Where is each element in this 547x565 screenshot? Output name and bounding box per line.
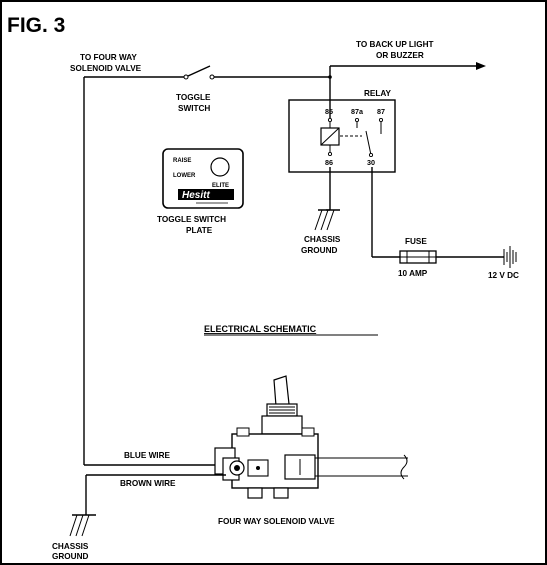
four-way-solenoid-valve <box>214 375 408 499</box>
plate-toggle-knob <box>210 157 230 177</box>
backup-light-arrowhead <box>476 62 486 70</box>
chassis-ground-top-label-2: GROUND <box>301 246 337 255</box>
toggle-switch-contact-right <box>209 74 215 80</box>
toggle-switch-label-1: TOGGLE <box>176 93 211 102</box>
plate-brand-badge <box>178 189 234 200</box>
plate-brand: Hesitt <box>182 190 210 201</box>
relay-pin-30: 30 <box>367 158 375 167</box>
relay-terminal-87 <box>378 117 384 123</box>
relay-common-dot <box>368 152 374 158</box>
relay-pin-87a: 87a <box>351 107 364 116</box>
chassis-ground-symbol-top <box>314 209 340 231</box>
schematic-title: ELECTRICAL SCHEMATIC <box>204 324 317 334</box>
toggle-switch-label-2: SWITCH <box>178 104 210 113</box>
relay-terminal-86 <box>327 151 333 157</box>
plate-brand-small: ELITE <box>212 183 229 189</box>
chassis-ground-symbol-bottom <box>69 514 96 537</box>
figure-number: FIG. 3 <box>7 14 65 37</box>
plate-label-1: TOGGLE SWITCH <box>157 215 226 224</box>
relay-terminal-85 <box>327 117 333 123</box>
backup-light-label-2: OR BUZZER <box>376 51 424 60</box>
chassis-ground-bottom-label-1: CHASSIS <box>52 542 89 551</box>
fuse-rating-label: 10 AMP <box>398 269 428 278</box>
chassis-ground-top-label-1: CHASSIS <box>304 235 341 244</box>
four-way-valve-label-1: TO FOUR WAY <box>80 53 137 62</box>
four-way-valve-label-2: SOLENOID VALVE <box>70 64 142 73</box>
relay-pin-86: 86 <box>325 158 333 167</box>
relay-pin-87: 87 <box>377 107 385 116</box>
plate-raise-label: RAISE <box>173 158 191 164</box>
chassis-ground-bottom-label-2: GROUND <box>52 552 88 561</box>
relay-coil-diagonal <box>320 127 340 146</box>
battery-label: 12 V DC <box>488 271 519 280</box>
toggle-switch-blade <box>187 65 211 77</box>
solenoid-valve-label: FOUR WAY SOLENOID VALVE <box>218 517 335 526</box>
blue-wire-label: BLUE WIRE <box>124 451 170 460</box>
toggle-switch-contact-left <box>183 74 189 80</box>
toggle-switch-plate: RAISE LOWER ELITE Hesitt <box>162 148 244 209</box>
relay-box <box>288 99 396 173</box>
plate-label-2: PLATE <box>186 226 213 235</box>
relay-contact-blade <box>365 130 372 156</box>
relay-label: RELAY <box>364 89 392 98</box>
relay-terminal-87a <box>354 117 360 123</box>
backup-light-label-1: TO BACK UP LIGHT <box>356 40 433 49</box>
relay-pin-85: 85 <box>325 107 333 116</box>
brown-wire-label: BROWN WIRE <box>120 479 176 488</box>
battery-symbol <box>503 246 517 268</box>
plate-lower-label: LOWER <box>173 173 196 179</box>
fuse-label: FUSE <box>405 237 427 246</box>
